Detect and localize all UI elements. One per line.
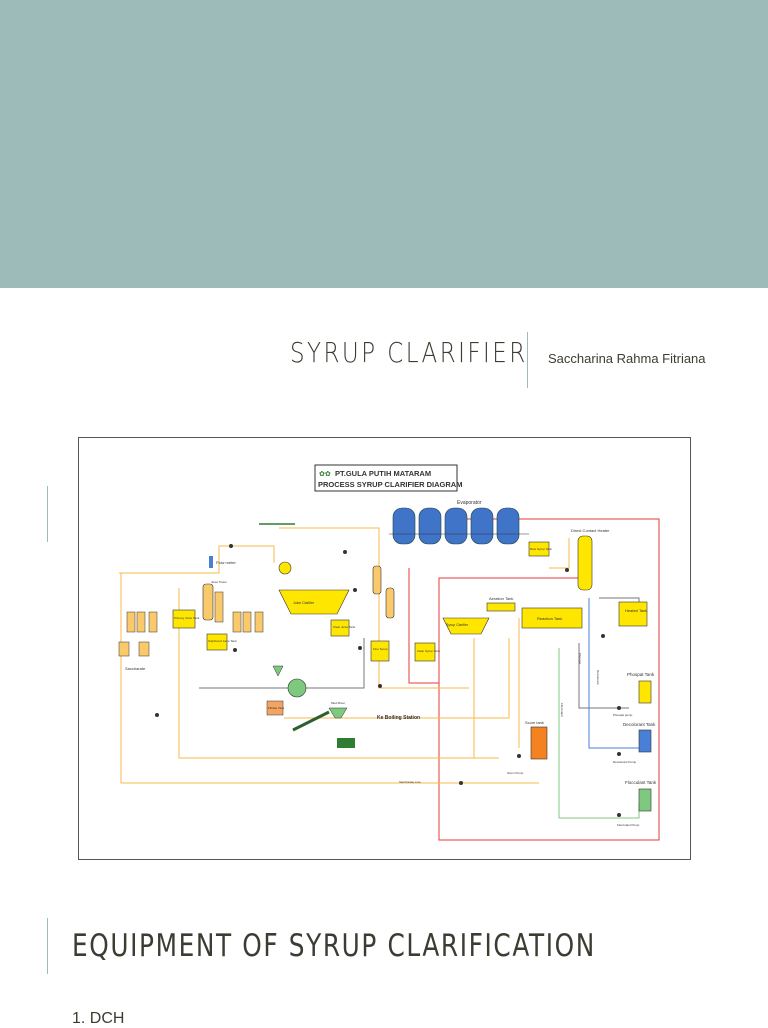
svg-text:Phospat Tank: Phospat Tank bbox=[627, 672, 655, 677]
svg-text:Scum tank: Scum tank bbox=[525, 720, 544, 725]
svg-text:Flocculant: Flocculant bbox=[560, 703, 564, 717]
title-banner bbox=[0, 0, 768, 288]
svg-text:Syrup Clarifier: Syrup Clarifier bbox=[446, 623, 469, 627]
slide-title: SYRUP CLARIFIER bbox=[290, 336, 528, 369]
svg-text:Phospat pump: Phospat pump bbox=[613, 713, 633, 717]
diagram-title-box: ✿✿ PT.GULA PUTIH MATARAM PROCESS SYRUP C… bbox=[314, 464, 462, 492]
section-accent-line bbox=[47, 918, 48, 974]
svg-text:Clear Juice Tank: Clear Juice Tank bbox=[333, 625, 356, 629]
svg-text:Saccharate: Saccharate bbox=[125, 666, 146, 671]
svg-text:Flocculant Tank: Flocculant Tank bbox=[625, 780, 657, 785]
svg-text:Phospat: Phospat bbox=[578, 653, 582, 664]
svg-text:Heated Tank: Heated Tank bbox=[625, 608, 647, 613]
evaporator-label: Evaporator bbox=[457, 500, 482, 506]
svg-text:Flow meter: Flow meter bbox=[216, 560, 236, 565]
svg-text:Decolorant Pump: Decolorant Pump bbox=[613, 760, 637, 764]
evaporator-group: Evaporator bbox=[389, 500, 529, 545]
svg-text:Fine Syrup: Fine Syrup bbox=[373, 647, 388, 651]
diagram-title: PROCESS SYRUP CLARIFIER DIAGRAM bbox=[318, 480, 462, 489]
svg-text:Mud Mixer: Mud Mixer bbox=[331, 701, 345, 705]
process-diagram: ✿✿ PT.GULA PUTIH MATARAM PROCESS SYRUP C… bbox=[78, 437, 691, 860]
svg-text:Aeration Tank: Aeration Tank bbox=[489, 596, 513, 601]
svg-text:Saccharate Line: Saccharate Line bbox=[399, 780, 421, 784]
diagram-company: PT.GULA PUTIH MATARAM bbox=[335, 469, 431, 478]
title-divider bbox=[527, 332, 528, 388]
svg-text:Filtrate Tank: Filtrate Tank bbox=[268, 706, 285, 710]
svg-text:Sulphured Juice Tank: Sulphured Juice Tank bbox=[208, 639, 237, 643]
svg-text:Juice Tower: Juice Tower bbox=[211, 580, 227, 584]
section-heading: EQUIPMENT OF SYRUP CLARIFICATION bbox=[72, 928, 596, 964]
svg-text:Scum Pump: Scum Pump bbox=[507, 771, 524, 775]
svg-text:Raw Syrup Tank: Raw Syrup Tank bbox=[530, 547, 552, 551]
svg-text:Primary Juice Tank: Primary Juice Tank bbox=[174, 616, 200, 620]
company-logo-icon: ✿✿ bbox=[319, 471, 331, 478]
author-name: Saccharina Rahma Fitriana bbox=[548, 351, 706, 366]
svg-text:Flocculant Pump: Flocculant Pump bbox=[617, 823, 640, 827]
svg-text:Juice Clarifier: Juice Clarifier bbox=[293, 601, 315, 605]
svg-text:Decolorant: Decolorant bbox=[596, 670, 600, 685]
svg-text:Decolorant Tank: Decolorant Tank bbox=[623, 722, 656, 727]
svg-text:Clear Syrup Tank: Clear Syrup Tank bbox=[417, 649, 440, 653]
svg-text:Reaction Tank: Reaction Tank bbox=[537, 616, 562, 621]
ke-boiling-station-label: Ke Boiling Station bbox=[377, 715, 420, 721]
svg-text:Direct Contact Heater: Direct Contact Heater bbox=[571, 528, 610, 533]
list-item: 1. DCH bbox=[72, 1010, 125, 1027]
left-accent-line bbox=[47, 486, 48, 542]
